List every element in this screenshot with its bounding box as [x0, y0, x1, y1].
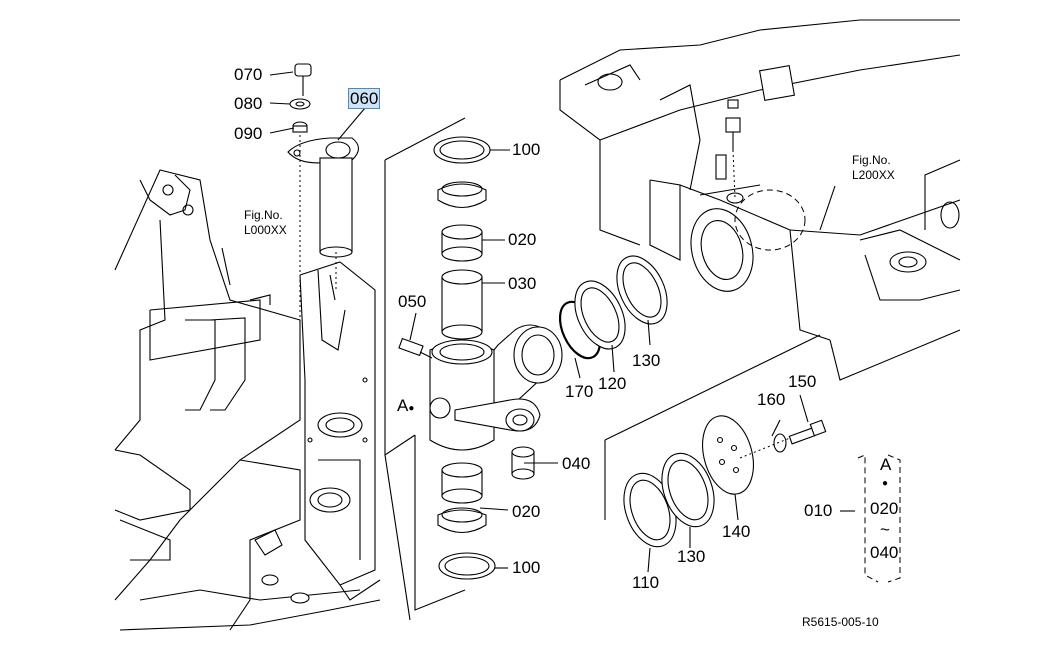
seal-group-top	[558, 255, 668, 360]
part-label-090[interactable]: 090	[234, 124, 263, 143]
part-label-030[interactable]: 030	[508, 274, 537, 293]
part-label-160[interactable]: 160	[757, 390, 786, 409]
part-label-a[interactable]: A●	[397, 396, 415, 415]
lower-assembly	[604, 334, 827, 548]
steering-knuckle-column	[398, 136, 563, 580]
figure-ref-left[interactable]: Fig.No. L000XX	[244, 208, 287, 238]
part-label-140[interactable]: 140	[722, 522, 751, 541]
part-label-010[interactable]: 010	[804, 501, 833, 520]
part-label-130-top[interactable]: 130	[632, 351, 661, 370]
part-label-050[interactable]: 050	[398, 292, 427, 311]
part-label-120[interactable]: 120	[598, 374, 627, 393]
kit-group-tilde: ~	[880, 520, 890, 539]
part-label-020-top[interactable]: 020	[508, 230, 537, 249]
part-label-110[interactable]: 110	[632, 573, 660, 592]
kit-group-from: 020	[870, 499, 899, 518]
figure-ref-left-line2: L000XX	[244, 223, 287, 237]
highlighted-part-060[interactable]: 060	[347, 88, 381, 109]
figure-ref-right[interactable]: Fig.No. L200XX	[852, 153, 895, 183]
kit-group-dot: ●	[882, 478, 889, 489]
part-label-130-bottom[interactable]: 130	[677, 547, 706, 566]
left-frame	[114, 169, 381, 631]
part-label-020-bottom[interactable]: 020	[512, 502, 541, 521]
part-label-150[interactable]: 150	[788, 372, 817, 391]
part-label-080[interactable]: 080	[234, 94, 263, 113]
part-label-100-bottom[interactable]: 100	[512, 558, 541, 577]
part-label-170[interactable]: 170	[565, 382, 594, 401]
kit-group-label-a: A	[880, 455, 892, 474]
figure-ref-left-line1: Fig.No.	[244, 208, 283, 222]
figure-ref-right-line1: Fig.No.	[852, 153, 891, 167]
leader-lines	[221, 71, 901, 583]
bracket	[299, 261, 381, 601]
part-label-070[interactable]: 070	[234, 65, 263, 84]
right-frame	[559, 19, 961, 381]
part-label-040[interactable]: 040	[562, 454, 591, 473]
pin-assembly	[287, 63, 360, 420]
explosion-box-lines	[384, 117, 466, 621]
part-label-100-top[interactable]: 100	[512, 140, 541, 159]
part-label-060-highlighted[interactable]: 060	[347, 88, 381, 109]
figure-ref-right-line2: L200XX	[852, 168, 895, 182]
reference-code: R5615-005-10	[802, 615, 879, 629]
kit-group-to: 040	[870, 543, 899, 562]
